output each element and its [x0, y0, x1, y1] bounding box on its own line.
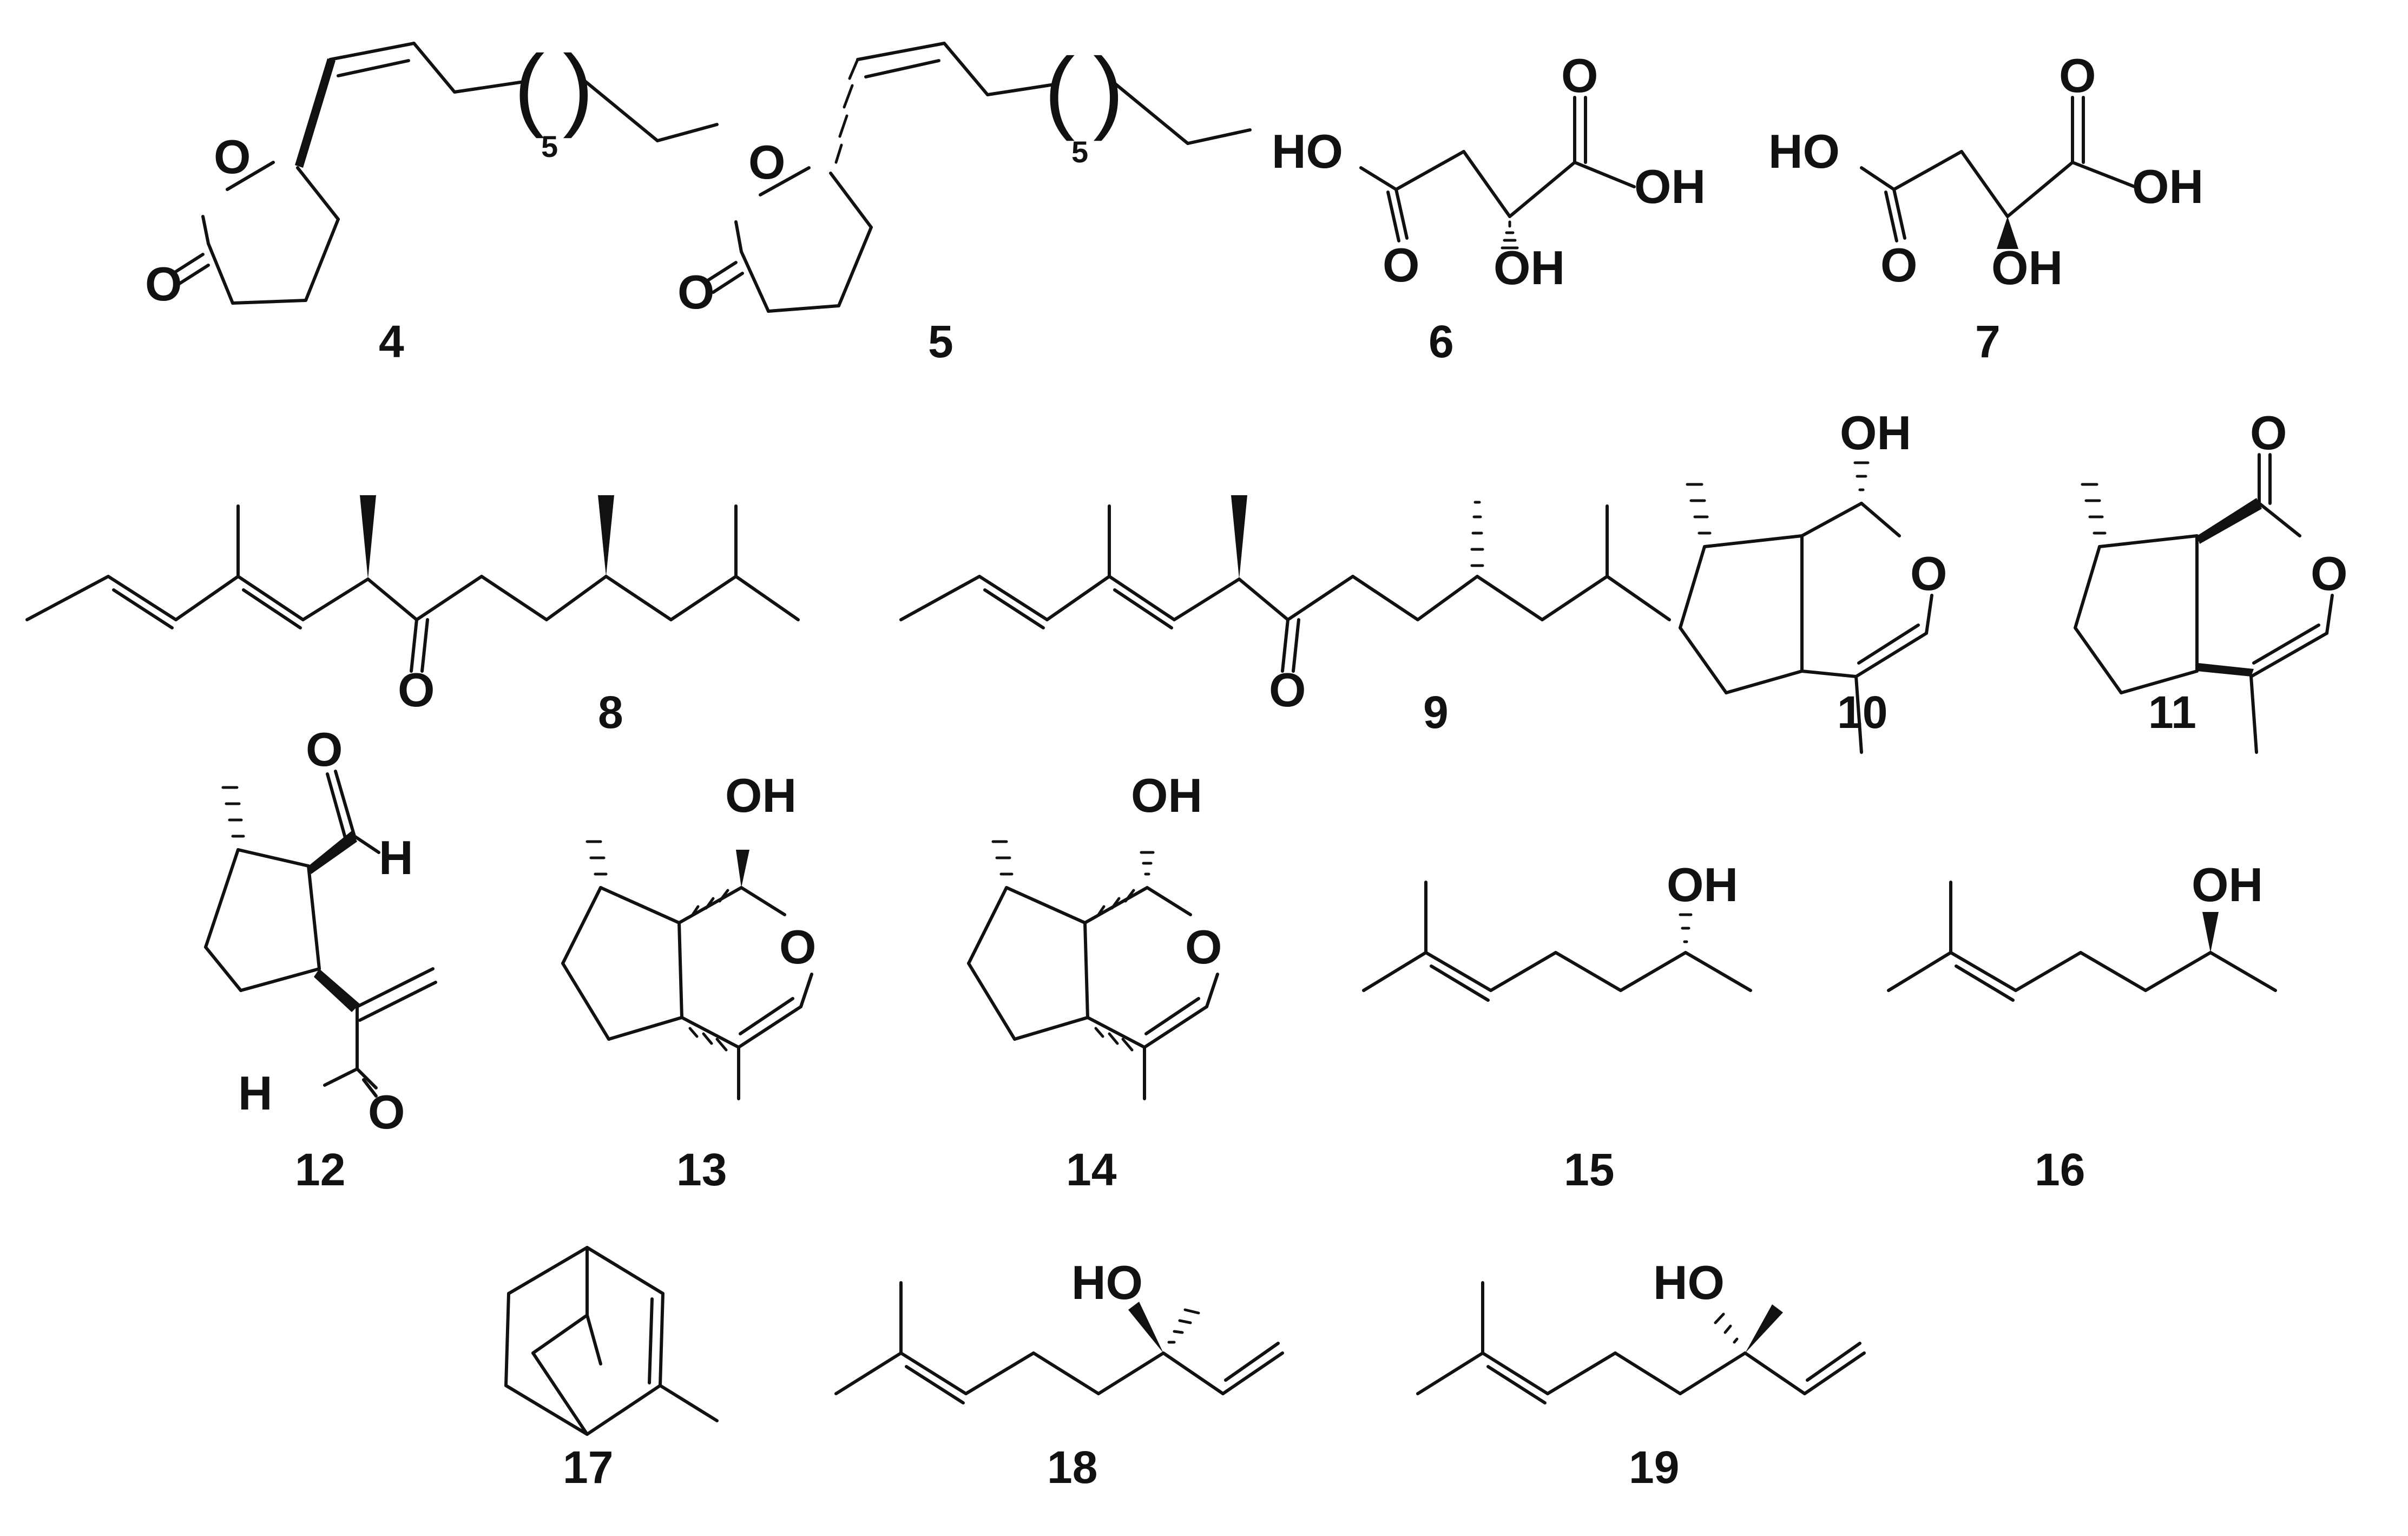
- structure-12: O H H O: [204, 723, 437, 1139]
- atom-oh: OH: [1667, 858, 1738, 911]
- compound-label-17: 17: [563, 1442, 613, 1493]
- atom-ho: HO: [1272, 124, 1343, 178]
- paren-open: (: [514, 36, 545, 139]
- atom-oh: OH: [1840, 406, 1911, 460]
- structure-9: O: [899, 495, 1671, 717]
- compound-label-14: 14: [1066, 1144, 1117, 1195]
- structure-10: OH O: [1679, 406, 1947, 754]
- atom-o: O: [398, 663, 435, 717]
- atom-o: O: [1185, 920, 1222, 974]
- structure-15: OH: [1362, 858, 1752, 1002]
- atom-o: O: [214, 130, 251, 183]
- atom-h: H: [379, 831, 413, 884]
- atom-oh: OH: [1131, 769, 1202, 822]
- atom-o: O: [1269, 663, 1306, 717]
- atom-h: H: [238, 1066, 273, 1120]
- atom-oh: OH: [1494, 241, 1565, 294]
- compound-label-13: 13: [676, 1144, 727, 1195]
- structure-6: HO O O OH OH: [1272, 49, 1706, 294]
- compound-label-4: 4: [379, 316, 404, 367]
- atom-o: O: [2059, 49, 2096, 102]
- atom-oh: OH: [1634, 160, 1706, 213]
- compound-label-11: 11: [2148, 687, 2196, 738]
- compound-label-18: 18: [1047, 1442, 1097, 1493]
- paren-close: ): [563, 36, 594, 139]
- atom-o: O: [1880, 238, 1917, 292]
- atom-o: O: [677, 265, 714, 319]
- atom-o: O: [2311, 547, 2347, 600]
- atom-oh: OH: [2192, 858, 2263, 911]
- structure-4: O O ( ) 5: [145, 36, 719, 311]
- atom-ho: HO: [1071, 1256, 1143, 1309]
- structure-5: O O ( ) 5: [677, 39, 1252, 319]
- atom-o: O: [368, 1085, 405, 1139]
- repeat-count: 5: [1071, 135, 1088, 169]
- atom-o: O: [1383, 238, 1419, 292]
- structure-16: OH: [1887, 858, 2277, 1002]
- compound-label-8: 8: [598, 687, 623, 738]
- structure-13: OH O: [561, 769, 816, 1100]
- atom-ho: HO: [1653, 1256, 1725, 1309]
- atom-o: O: [1910, 547, 1947, 600]
- compound-label-5: 5: [928, 316, 953, 367]
- compound-label-7: 7: [1975, 316, 2001, 367]
- structure-17: [504, 1246, 719, 1436]
- atom-ho: HO: [1768, 124, 1840, 178]
- structure-18: HO: [834, 1256, 1284, 1404]
- atom-oh: OH: [2132, 160, 2203, 213]
- atom-o: O: [1561, 49, 1598, 102]
- compound-label-9: 9: [1423, 687, 1449, 738]
- compound-label-15: 15: [1564, 1144, 1614, 1195]
- atom-o: O: [748, 135, 785, 189]
- compound-label-16: 16: [2035, 1144, 2085, 1195]
- compound-label-6: 6: [1429, 316, 1454, 367]
- structure-19: HO: [1416, 1256, 1866, 1404]
- structure-14: OH O: [967, 769, 1222, 1100]
- paren-close: ): [1093, 39, 1124, 142]
- atom-o: O: [2250, 406, 2287, 460]
- paren-open: (: [1044, 39, 1075, 142]
- structure-8: O: [25, 495, 800, 717]
- compound-label-10: 10: [1837, 687, 1887, 738]
- atom-oh: OH: [1991, 241, 2063, 294]
- compound-label-12: 12: [295, 1144, 345, 1195]
- repeat-count: 5: [541, 129, 558, 163]
- atom-o: O: [306, 723, 343, 776]
- compound-label-19: 19: [1629, 1442, 1679, 1493]
- atom-o: O: [145, 257, 182, 311]
- atom-o: O: [779, 920, 816, 974]
- atom-oh: OH: [725, 769, 797, 822]
- structure-7: HO O O OH OH: [1768, 49, 2203, 294]
- structure-11: O O: [2074, 406, 2347, 754]
